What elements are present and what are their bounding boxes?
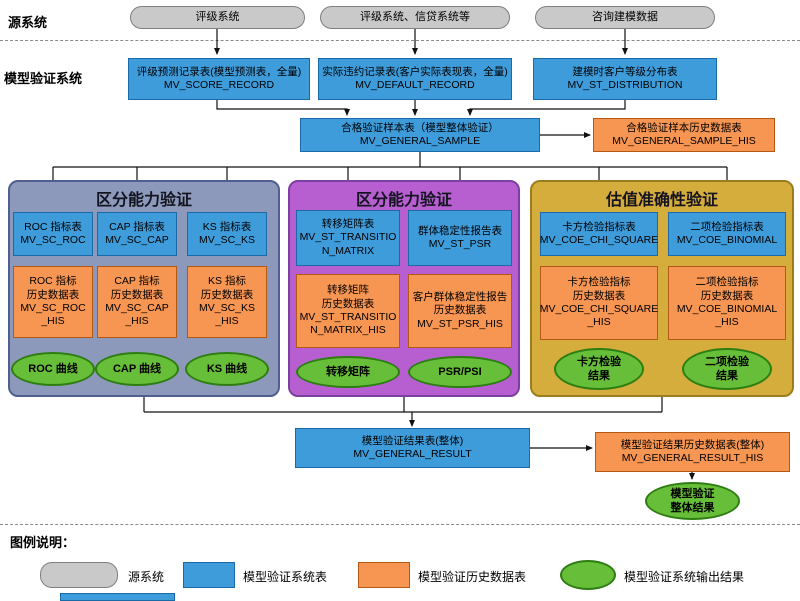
table-mv-sc-ks-his: KS 指标 历史数据表 MV_SC_KS _HIS <box>187 266 267 338</box>
table-title: 模型验证结果表(整体) <box>361 434 464 447</box>
cropped-blue-bar <box>60 593 175 601</box>
output-roc-curve: ROC 曲线 <box>11 352 95 386</box>
table-code: MV_GENERAL_RESULT <box>353 448 472 460</box>
table-mv-sc-cap: CAP 指标表 MV_SC_CAP <box>97 212 177 256</box>
table-title: 模型验证结果历史数据表(整体) <box>620 438 765 451</box>
legend-history-swatch <box>358 562 410 588</box>
table-code: MV_GENERAL_RESULT_HIS <box>621 452 764 464</box>
legend-section-label: 图例说明： <box>10 535 76 550</box>
legend-source-swatch <box>40 562 118 588</box>
table-title: 合格验证样本历史数据表 <box>626 121 742 134</box>
output-psr-psi: PSR/PSI <box>408 356 512 388</box>
separator-source-validation <box>0 40 800 41</box>
table-code: MV_GENERAL_SAMPLE <box>359 135 481 147</box>
table-mv-score-record: 评级预测记录表(模型预测表，全量) MV_SCORE_RECORD <box>128 58 310 100</box>
table-title: 评级预测记录表(模型预测表，全量) <box>136 65 302 78</box>
table-mv-general-result: 模型验证结果表(整体) MV_GENERAL_RESULT <box>295 428 530 468</box>
output-binomial-result: 二项检验 结果 <box>682 348 772 390</box>
group-title: 区分能力验证 <box>95 192 192 209</box>
legend-table-label: 模型验证系统表 <box>243 570 328 584</box>
table-mv-st-transition-matrix: 转移矩阵表 MV_ST_TRANSITIO N_MATRIX <box>296 210 400 266</box>
source-system-section-label: 源系统 <box>8 15 48 30</box>
table-title: 实际违约记录表(客户实际表现表，全量) <box>322 65 508 78</box>
table-code: MV_GENERAL_SAMPLE_HIS <box>612 135 756 147</box>
output-cap-curve: CAP 曲线 <box>95 352 179 386</box>
legend-output-swatch <box>560 560 616 590</box>
table-code: MV_DEFAULT_RECORD <box>355 79 475 91</box>
table-mv-sc-cap-his: CAP 指标 历史数据表 MV_SC_CAP _HIS <box>97 266 177 338</box>
table-mv-coe-binomial: 二项检验指标表 MV_COE_BINOMIAL <box>668 212 786 256</box>
source-rating-credit-system: 评级系统、信贷系统等 <box>320 6 510 29</box>
table-code: MV_ST_DISTRIBUTION <box>567 79 683 91</box>
table-mv-sc-roc: ROC 指标表 MV_SC_ROC <box>13 212 93 256</box>
table-title: 建模时客户等级分布表 <box>572 65 678 78</box>
output-transition-matrix: 转移矩阵 <box>296 356 400 388</box>
source-modeling-data: 咨询建模数据 <box>535 6 715 29</box>
table-mv-general-result-his: 模型验证结果历史数据表(整体) MV_GENERAL_RESULT_HIS <box>595 432 790 472</box>
output-ks-curve: KS 曲线 <box>185 352 269 386</box>
table-mv-sc-roc-his: ROC 指标 历史数据表 MV_SC_ROC _HIS <box>13 266 93 338</box>
table-mv-general-sample-his: 合格验证样本历史数据表 MV_GENERAL_SAMPLE_HIS <box>593 118 775 152</box>
table-mv-st-distribution: 建模时客户等级分布表 MV_ST_DISTRIBUTION <box>533 58 717 100</box>
output-overall-result: 模型验证 整体结果 <box>645 482 740 520</box>
table-code: MV_SCORE_RECORD <box>163 79 275 91</box>
table-mv-st-transition-matrix-his: 转移矩阵 历史数据表 MV_ST_TRANSITIO N_MATRIX_HIS <box>296 274 400 348</box>
table-mv-st-psr-his: 客户群体稳定性报告 历史数据表 MV_ST_PSR_HIS <box>408 274 512 348</box>
legend-history-label: 模型验证历史数据表 <box>418 570 527 584</box>
group-title: 区分能力验证 <box>355 192 452 209</box>
output-chi-square-result: 卡方检验 结果 <box>554 348 644 390</box>
legend-output-label: 模型验证系统输出结果 <box>624 570 745 584</box>
table-title: 合格验证样本表（模型整体验证） <box>341 121 499 134</box>
validation-system-section-label: 模型验证系统 <box>4 71 83 86</box>
table-mv-general-sample: 合格验证样本表（模型整体验证） MV_GENERAL_SAMPLE <box>300 118 540 152</box>
legend-source-label: 源系统 <box>128 570 165 584</box>
legend-table-swatch <box>183 562 235 588</box>
group-title: 估值准确性验证 <box>605 192 718 209</box>
table-mv-sc-ks: KS 指标表 MV_SC_KS <box>187 212 267 256</box>
table-mv-default-record: 实际违约记录表(客户实际表现表，全量) MV_DEFAULT_RECORD <box>318 58 512 100</box>
separator-legend <box>0 524 800 525</box>
table-mv-coe-chi-square: 卡方检验指标表 MV_COE_CHI_SQUARE <box>540 212 658 256</box>
table-mv-st-psr: 群体稳定性报告表 MV_ST_PSR <box>408 210 512 266</box>
table-mv-coe-binomial-his: 二项检验指标 历史数据表 MV_COE_BINOMIAL _HIS <box>668 266 786 340</box>
table-mv-coe-chi-square-his: 卡方检验指标 历史数据表 MV_COE_CHI_SQUARE _HIS <box>540 266 658 340</box>
source-rating-system: 评级系统 <box>130 6 305 29</box>
